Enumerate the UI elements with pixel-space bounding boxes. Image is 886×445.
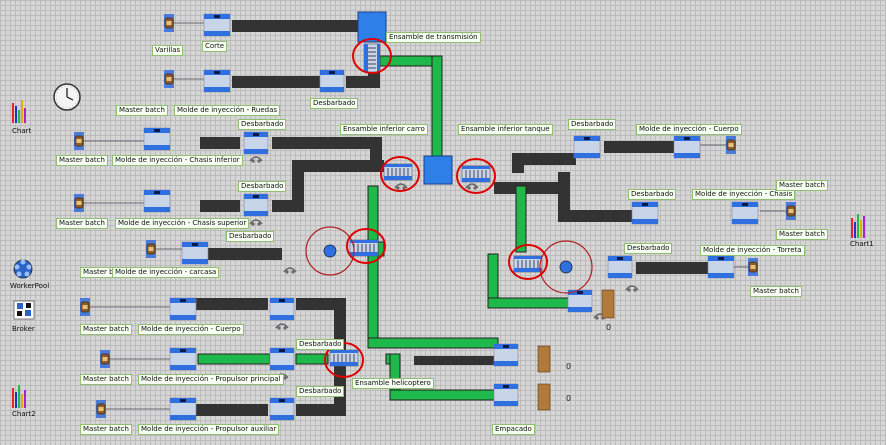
- label-molde-torreta: Molde de inyección - Torreta: [700, 245, 805, 256]
- sink-counter: 0: [606, 323, 612, 332]
- label-molde-chasis-inferior: Molde de inyección - Chasis inferior: [112, 155, 243, 166]
- label-molde-cuerpo: Molde de inyección - Cuerpo: [138, 324, 244, 335]
- worker-pool-icon[interactable]: [13, 259, 33, 279]
- chart2-label: Chart2: [12, 410, 36, 418]
- label-varillas: Varillas: [152, 45, 184, 56]
- chart1-label: Chart1: [850, 240, 874, 248]
- label-ensamble-helicoptero: Ensamble helicoptero: [352, 378, 434, 389]
- label-molde-chasis-superior: Molde de inyección - Chasis superior: [115, 218, 250, 229]
- label-desbarbado: Desbarbado: [624, 243, 673, 254]
- label-empacado: Empacado: [492, 424, 535, 435]
- sink-counter: 0: [566, 362, 572, 371]
- connectors: [84, 22, 786, 410]
- sinks[interactable]: [537, 289, 615, 411]
- active-conveyors: [197, 55, 571, 401]
- label-master-batch: Master batch: [80, 374, 132, 385]
- label-molde-carcasa: Molde de inyección - carcasa: [112, 267, 220, 278]
- label-desbarbado: Desbarbado: [238, 119, 287, 130]
- bar-chart-icon[interactable]: [12, 100, 26, 123]
- label-ensamble-inferior-carro: Ensamble inferior carro: [340, 124, 428, 135]
- label-desbarbado: Desbarbado: [226, 231, 275, 242]
- chart-label: Chart: [12, 127, 32, 135]
- label-corte: Corte: [202, 41, 228, 52]
- label-master-batch: Master batch: [56, 218, 108, 229]
- assembly-block[interactable]: [423, 155, 453, 185]
- label-desbarbado: Desbarbado: [296, 339, 345, 350]
- ensamble-transmision-block[interactable]: [357, 11, 387, 43]
- label-desbarbado: Desbarbado: [310, 98, 359, 109]
- label-master-batch: Master batch: [80, 424, 132, 435]
- label-ensamble-transmision: Ensamble de transmisión: [386, 32, 481, 43]
- influence-circles: [305, 226, 593, 294]
- bar-chart-icon[interactable]: [12, 385, 26, 408]
- label-master-batch: Master batch: [56, 155, 108, 166]
- label-molde-propulsor-auxiliar: Molde de inyección - Propulsor auxiliar: [138, 424, 280, 435]
- sink-counter: 0: [566, 394, 572, 403]
- resource-balls: [323, 244, 573, 274]
- label-master-batch: Master batch: [750, 286, 802, 297]
- bar-chart-icon[interactable]: [851, 214, 865, 238]
- label-master-batch: Master batch: [80, 324, 132, 335]
- broker-icon[interactable]: [13, 300, 35, 320]
- label-molde-propulsor-principal: Molde de inyección - Propulsor principal: [138, 374, 284, 385]
- label-master-batch: Master batch: [776, 180, 828, 191]
- clock-icon[interactable]: [53, 83, 81, 111]
- label-master-batch: Master batch: [116, 105, 168, 116]
- label-desbarbado: Desbarbado: [238, 181, 287, 192]
- label-molde-ruedas: Molde de inyección - Ruedas: [174, 105, 281, 116]
- label-molde-chasis: Molde de inyección - Chasis: [692, 189, 796, 200]
- broker-label: Broker: [12, 325, 35, 333]
- label-desbarbado: Desbarbado: [296, 386, 345, 397]
- label-desbarbado: Desbarbado: [568, 119, 617, 130]
- worker-pool-label: WorkerPool: [10, 282, 50, 290]
- label-molde-cuerpo: Molde de inyección - Cuerpo: [636, 124, 742, 135]
- label-desbarbado: Desbarbado: [628, 189, 677, 200]
- label-master-batch: Master batch: [776, 229, 828, 240]
- label-ensamble-inferior-tanque: Ensamble inferior tanque: [458, 124, 553, 135]
